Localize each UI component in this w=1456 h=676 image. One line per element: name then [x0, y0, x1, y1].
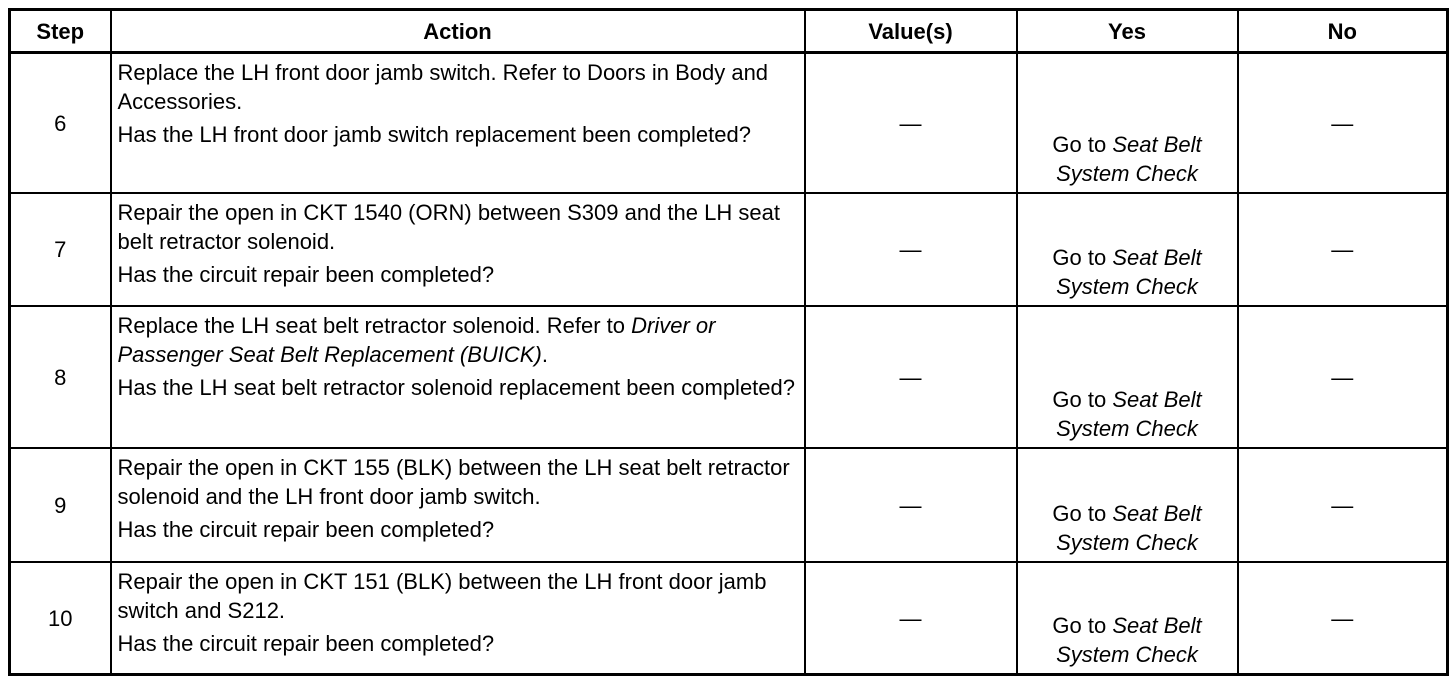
yes-line-1: Go to Seat Belt	[1022, 130, 1233, 159]
action-instruction: Repair the open in CKT 1540 (ORN) betwee…	[117, 200, 780, 254]
step-number: 7	[8, 192, 112, 307]
action-instruction-end: .	[541, 342, 548, 367]
yes-reference-part2: System Check	[1056, 530, 1198, 555]
yes-reference-part2: System Check	[1056, 642, 1198, 667]
table-row: 10 Repair the open in CKT 151 (BLK) betw…	[8, 561, 1449, 676]
header-action: Action	[109, 8, 806, 54]
action-instruction: Repair the open in CKT 151 (BLK) between…	[117, 569, 767, 623]
yes-prefix: Go to	[1052, 613, 1107, 638]
yes-reference-part1: Seat Belt	[1112, 501, 1202, 526]
header-yes: Yes	[1015, 8, 1239, 54]
table-header-row: Step Action Value(s) Yes No	[8, 8, 1449, 54]
yes-prefix: Go to	[1052, 501, 1107, 526]
action-question: Has the LH front door jamb switch replac…	[117, 122, 751, 147]
yes-prefix: Go to	[1052, 387, 1107, 412]
action-instruction: Repair the open in CKT 155 (BLK) between…	[117, 455, 790, 509]
yes-prefix: Go to	[1052, 132, 1107, 157]
yes-reference-part2: System Check	[1056, 274, 1198, 299]
value-cell: —	[803, 561, 1018, 676]
action-question: Has the LH seat belt retractor solenoid …	[117, 375, 796, 400]
action-cell: Replace the LH seat belt retractor solen…	[109, 305, 806, 449]
no-cell: —	[1236, 192, 1449, 307]
table-row: 7 Repair the open in CKT 1540 (ORN) betw…	[8, 192, 1449, 307]
action-cell: Repair the open in CKT 151 (BLK) between…	[109, 561, 806, 676]
action-question: Has the circuit repair been completed?	[117, 262, 495, 287]
action-question: Has the circuit repair been completed?	[117, 517, 495, 542]
value-cell: —	[803, 447, 1018, 563]
header-step: Step	[8, 8, 112, 54]
action-instruction-reference: Driver or Passenger Seat Belt Replacemen…	[117, 313, 716, 367]
value-cell: —	[803, 192, 1018, 307]
yes-cell: Go to Seat Belt System Check	[1015, 561, 1239, 676]
yes-cell: Go to Seat Belt System Check	[1015, 305, 1239, 449]
yes-reference-part2: System Check	[1056, 416, 1198, 441]
action-instruction: Replace the LH front door jamb switch. R…	[117, 60, 769, 114]
header-no: No	[1236, 8, 1449, 54]
action-instruction-text: Replace the LH seat belt retractor solen…	[117, 313, 632, 338]
action-cell: Replace the LH front door jamb switch. R…	[109, 51, 806, 194]
yes-cell: Go to Seat Belt System Check	[1015, 447, 1239, 563]
header-values: Value(s)	[803, 8, 1018, 54]
yes-prefix: Go to	[1052, 245, 1107, 270]
yes-reference-part1: Seat Belt	[1112, 132, 1202, 157]
no-cell: —	[1236, 305, 1449, 449]
no-cell: —	[1236, 447, 1449, 563]
diagnostic-table: Step Action Value(s) Yes No 6 Replace th…	[8, 8, 1449, 676]
table-row: 9 Repair the open in CKT 155 (BLK) betwe…	[8, 447, 1449, 563]
value-cell: —	[803, 305, 1018, 449]
step-number: 9	[8, 447, 112, 563]
yes-line-1: Go to Seat Belt	[1022, 385, 1233, 414]
step-number: 6	[8, 51, 112, 194]
step-number: 10	[8, 561, 112, 676]
yes-cell: Go to Seat Belt System Check	[1015, 192, 1239, 307]
yes-reference-part1: Seat Belt	[1112, 387, 1202, 412]
action-cell: Repair the open in CKT 1540 (ORN) betwee…	[109, 192, 806, 307]
yes-reference-part1: Seat Belt	[1112, 613, 1202, 638]
table-row: 8 Replace the LH seat belt retractor sol…	[8, 305, 1449, 449]
table-row: 6 Replace the LH front door jamb switch.…	[8, 51, 1449, 194]
yes-reference-part1: Seat Belt	[1112, 245, 1202, 270]
yes-line-1: Go to Seat Belt	[1022, 611, 1233, 640]
no-cell: —	[1236, 561, 1449, 676]
action-cell: Repair the open in CKT 155 (BLK) between…	[109, 447, 806, 563]
yes-reference-part2: System Check	[1056, 161, 1198, 186]
action-question: Has the circuit repair been completed?	[117, 631, 495, 656]
action-instruction: Replace the LH seat belt retractor solen…	[118, 311, 798, 369]
yes-line-1: Go to Seat Belt	[1022, 243, 1233, 272]
step-number: 8	[8, 305, 112, 449]
no-cell: —	[1236, 51, 1449, 194]
value-cell: —	[803, 51, 1018, 194]
yes-line-1: Go to Seat Belt	[1022, 499, 1233, 528]
yes-cell: Go to Seat Belt System Check	[1015, 51, 1239, 194]
